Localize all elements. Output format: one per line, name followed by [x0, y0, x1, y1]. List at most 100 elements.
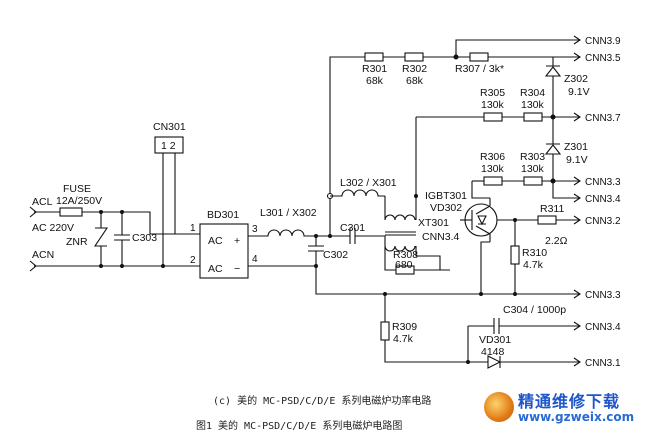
- r304-value: 130k: [521, 99, 545, 111]
- acn-label: ACN: [32, 249, 54, 261]
- vd302-label: VD302: [430, 202, 462, 214]
- bd-minus-label: −: [234, 263, 240, 275]
- c302-capacitor: [308, 236, 324, 266]
- r305-resistor: [483, 112, 503, 122]
- figure-caption: 图1 美的 MC-PSD/C/D/E 系列电磁炉电路图: [196, 421, 403, 432]
- cnn31-label: CNN3.1: [585, 358, 621, 369]
- pin4-label: 4: [252, 254, 258, 265]
- igbt301-label: IGBT301: [425, 190, 467, 202]
- cnn33a-label: CNN3.3: [585, 177, 621, 188]
- r302-resistor: [404, 52, 424, 62]
- z302-label: Z302: [564, 73, 588, 85]
- cnn33b-arrow: [573, 289, 581, 299]
- r310-value: 4.7k: [523, 259, 544, 271]
- r303-resistor: [523, 176, 543, 186]
- r307-resistor: [469, 52, 489, 62]
- l301-label: L301 / X302: [260, 207, 317, 219]
- r302-label: R302: [402, 63, 427, 75]
- znr-label: ZNR: [66, 236, 88, 248]
- pin3-label: 3: [252, 224, 258, 235]
- c304-label: C304 / 1000p: [503, 304, 566, 316]
- r311-value: 2.2Ω: [545, 235, 568, 247]
- z302-value: 9.1V: [568, 86, 590, 98]
- pin2-label: 2: [190, 255, 196, 266]
- r304-resistor: [523, 112, 543, 122]
- r306-resistor: [483, 176, 503, 186]
- cnn35-arrow: [573, 52, 581, 62]
- bd-ac-label: AC: [208, 235, 223, 247]
- cnn34a-label: CNN3.4: [422, 231, 460, 243]
- r301-resistor: [364, 52, 384, 62]
- cn301-wires: [162, 153, 176, 266]
- watermark-logo-icon: [484, 392, 514, 422]
- bd301-label: BD301: [207, 209, 239, 221]
- r301-label: R301: [362, 63, 387, 75]
- xt301-transformer: [384, 214, 416, 252]
- fuse-symbol: [59, 207, 83, 217]
- r311-resistor: [537, 215, 557, 225]
- cnn32-arrow: [573, 215, 581, 225]
- acl-label: ACL: [32, 196, 53, 208]
- r301-value: 68k: [366, 75, 384, 87]
- watermark-text: 精通维修下载: [518, 392, 621, 411]
- c304-capacitor: [493, 318, 500, 334]
- z302-zener: [544, 65, 562, 77]
- cnn34b-arrow: [573, 193, 581, 203]
- r306-value: 130k: [481, 163, 505, 175]
- z301-zener: [544, 143, 562, 155]
- znr-symbol: [93, 212, 109, 266]
- cn301-label: CN301: [153, 121, 186, 133]
- cn301-pins: 1 2: [161, 140, 176, 152]
- r308-label: R308: [393, 249, 418, 261]
- ac-voltage-label: AC 220V: [32, 222, 74, 234]
- fuse-wire: [82, 211, 200, 235]
- watermark-url: www.gzweix.com: [518, 410, 635, 424]
- cnn34c-label: CNN3.4: [585, 322, 621, 333]
- cnn39-label: CNN3.9: [585, 36, 621, 47]
- cnn37-arrow: [573, 112, 581, 122]
- r302-value: 68k: [406, 75, 424, 87]
- r305-value: 130k: [481, 99, 505, 111]
- r309-resistor: [380, 321, 390, 341]
- l301-inductor: [265, 229, 330, 237]
- r307-label: R307 / 3k*: [455, 63, 504, 75]
- vd301-value: 4148: [481, 346, 505, 358]
- r309-label: R309: [392, 321, 417, 333]
- c303-capacitor: [114, 212, 130, 266]
- z301-label: Z301: [564, 141, 588, 153]
- r311-label: R311: [540, 203, 564, 215]
- r305-label: R305: [480, 87, 505, 99]
- cnn37-label: CNN3.7: [585, 113, 621, 124]
- acn-arrowhead: [29, 260, 37, 272]
- bd-ac2-label: AC: [208, 263, 223, 275]
- r304-label: R304: [520, 87, 545, 99]
- cnn31-arrow: [573, 357, 581, 367]
- c302-label: C302: [323, 249, 348, 261]
- cnn34b-label: CNN3.4: [585, 194, 621, 205]
- vd301-label: VD301: [479, 334, 511, 346]
- cn301-connector: [154, 136, 184, 154]
- figure-subcaption: (c) 美的 MC-PSD/C/D/E 系列电磁炉功率电路: [213, 396, 432, 407]
- pin1-label: 1: [190, 223, 196, 234]
- r308-value: 680: [395, 259, 413, 271]
- xt301-label: XT301: [418, 217, 449, 229]
- fuse-label: FUSE: [63, 183, 91, 195]
- junction-dots: [99, 194, 517, 364]
- bd-plus-label: +: [234, 235, 240, 247]
- r310-resistor: [510, 245, 520, 265]
- top-rail: [329, 56, 365, 236]
- r303-value: 130k: [521, 163, 545, 175]
- bd301-bridge: [199, 223, 249, 279]
- cnn34c-arrow: [573, 321, 581, 331]
- r310-label: R310: [522, 247, 547, 259]
- c301-label: C301: [340, 222, 365, 234]
- r306-label: R306: [480, 151, 505, 163]
- l302-inductor: [330, 189, 385, 197]
- cnn33a-arrow: [573, 176, 581, 186]
- r303-label: R303: [520, 151, 545, 163]
- cnn32-label: CNN3.2: [585, 216, 621, 227]
- fuse-rating-label: 12A/250V: [56, 195, 102, 207]
- bd-minus-wire: [248, 265, 580, 295]
- acl-arrowhead: [29, 206, 37, 218]
